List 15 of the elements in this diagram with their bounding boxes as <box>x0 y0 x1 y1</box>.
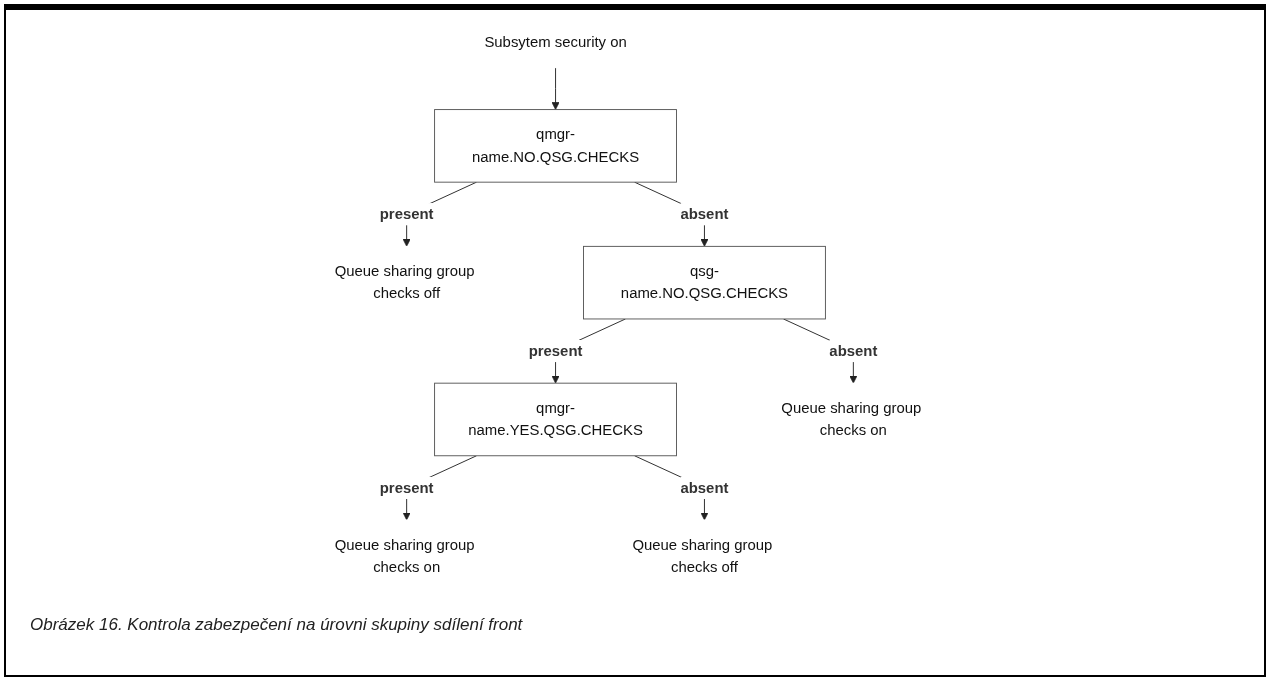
edge-label: present <box>379 205 434 222</box>
node-text: Queue sharing group checks off <box>334 263 475 302</box>
edge-label: absent <box>680 479 729 496</box>
edge-label: present <box>528 342 583 359</box>
figure-caption: Obrázek 16. Kontrola zabezpečení na úrovni skupiny sdílení front <box>30 615 523 635</box>
node-text: Queue sharing group checks on <box>334 536 475 575</box>
edge-label: present <box>379 479 434 496</box>
node-box: qsg-name.NO.QSG.CHECKS <box>583 245 826 320</box>
node-text: Queue sharing group checks off <box>632 536 773 575</box>
node-text: Queue sharing group checks on <box>781 399 922 439</box>
node-box: qmgr-name.NO.QSG.CHECKS <box>434 109 677 183</box>
edge-label: absent <box>829 342 878 359</box>
node-text: Subsytem security on <box>484 34 627 51</box>
node-box: qmgr-name.YES.QSG.CHECKS <box>434 382 677 457</box>
edge-label: absent <box>680 205 729 222</box>
